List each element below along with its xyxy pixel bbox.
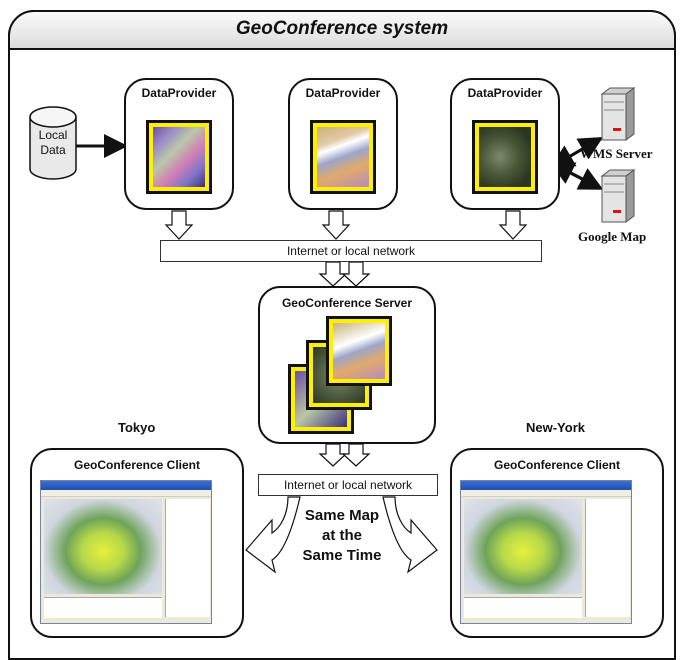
data-provider-label: DataProvider	[467, 86, 543, 100]
location-new-york: New-York	[526, 420, 585, 435]
wms-server-label: WMS Server	[580, 146, 653, 161]
geoconference-client-new-york: GeoConference Client	[450, 448, 664, 638]
server-map-thumbnail	[326, 316, 392, 386]
connectors	[52, 134, 604, 574]
provider-map-thumbnail	[146, 120, 212, 194]
client-map	[44, 499, 162, 594]
data-provider-label: DataProvider	[141, 86, 217, 100]
diagram-title: GeoConference system	[235, 18, 449, 39]
client-app-window	[460, 480, 632, 624]
server-label: GeoConference Server	[281, 296, 413, 310]
wms-server-icon	[600, 87, 636, 141]
geoconference-server: GeoConference Server	[258, 286, 436, 444]
local-data-label: Local Data	[38, 128, 68, 157]
title-band	[8, 10, 676, 50]
client-label: GeoConference Client	[73, 458, 201, 472]
network-bar-bottom: Internet or local network	[258, 474, 438, 496]
sync-curved-arrows	[245, 496, 438, 574]
provider-down-arrows	[164, 210, 528, 467]
client-app-window	[40, 480, 212, 624]
sync-caption: Same Map at the Same Time	[302, 507, 382, 564]
network-bar-top: Internet or local network	[160, 240, 542, 262]
google-map-label: Google Map	[578, 229, 647, 244]
client-map	[464, 499, 582, 594]
data-provider-label: DataProvider	[305, 86, 381, 100]
data-provider-2: DataProvider	[288, 78, 398, 210]
provider-map-thumbnail	[472, 120, 538, 194]
location-tokyo: Tokyo	[118, 420, 156, 435]
data-provider-3: DataProvider	[450, 78, 560, 210]
local-data-cylinder-icon	[29, 106, 77, 180]
google-map-server-icon	[600, 169, 636, 223]
data-provider-1: DataProvider	[124, 78, 234, 210]
client-label: GeoConference Client	[493, 458, 621, 472]
geoconference-client-tokyo: GeoConference Client	[30, 448, 244, 638]
provider-map-thumbnail	[310, 120, 376, 194]
